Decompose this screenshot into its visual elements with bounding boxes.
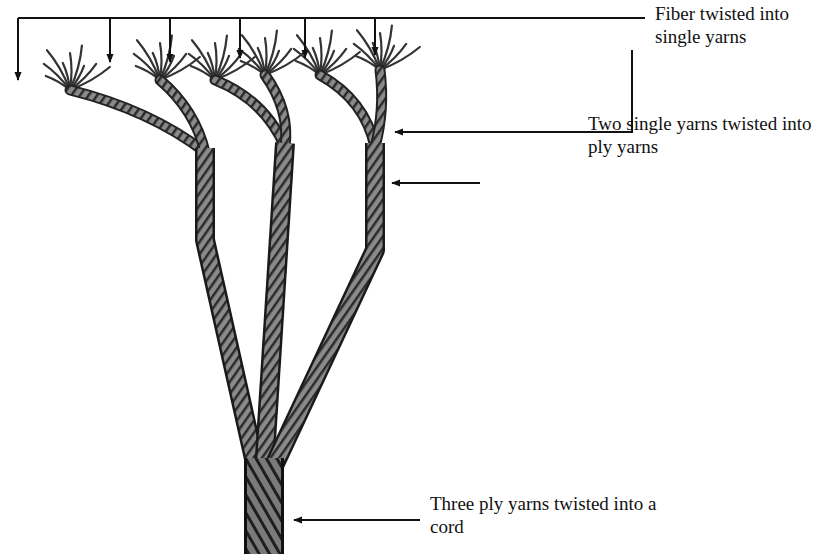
fiber-strand [134,54,160,80]
callout-label: Three ply yarns twisted into a cord [430,492,670,538]
fiber-strand [380,47,420,70]
fiber-strand [239,49,265,75]
fiber-strand [294,49,320,75]
fiber-strand [189,54,215,80]
callout-label: Fiber twisted into single yarns [655,2,820,48]
fiber-strand [297,35,320,75]
cord [264,458,265,554]
fiber-strand [44,64,70,90]
fiber-strand [160,54,186,80]
fiber-strand [380,44,406,70]
fiber-strand [320,52,360,75]
fiber-strand [242,35,265,75]
ply-yarns [205,143,375,472]
fiber-strand [265,49,291,75]
fiber-strand [354,44,380,70]
fiber-strand [47,50,70,90]
fiber-strand [265,52,305,75]
fiber-strand [137,40,160,80]
leader-lines [18,18,645,520]
fiber-strand [192,40,215,80]
single-yarns [70,70,382,152]
fiber-tufts [44,26,420,90]
callout-label: Two single yarns twisted into ply yarns [588,112,820,158]
fiber-strand [357,30,380,70]
fiber-strand [160,57,200,80]
